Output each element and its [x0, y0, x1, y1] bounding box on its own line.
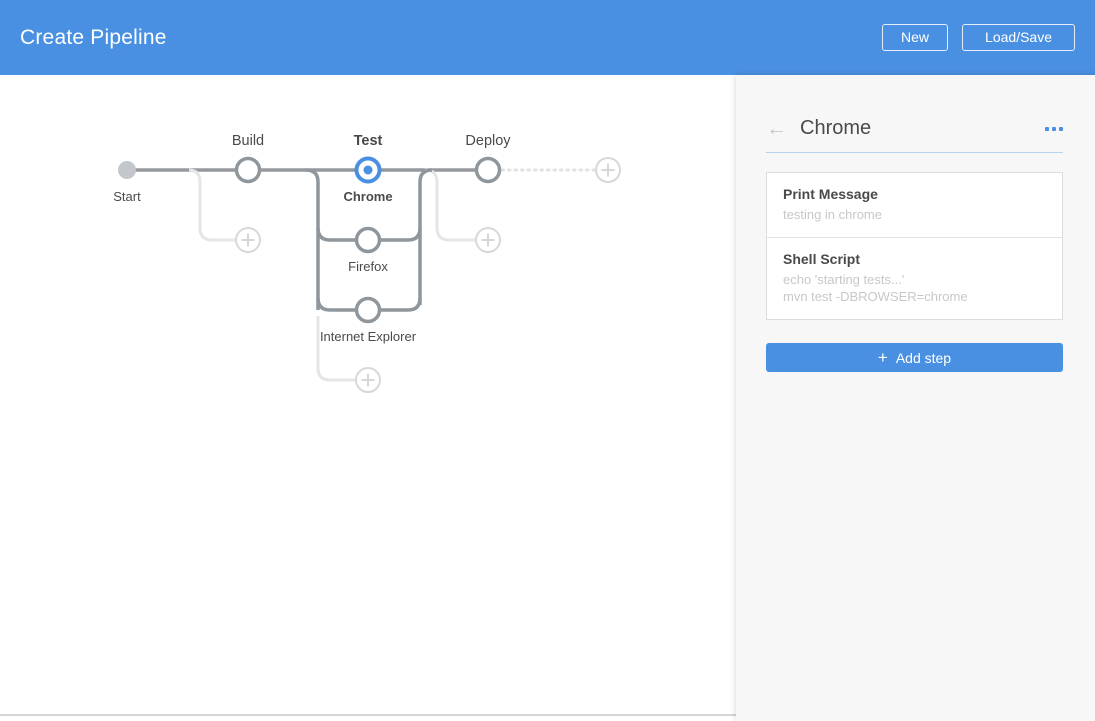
step-editor-panel: ← Chrome Print Message testing in chrome… [736, 75, 1095, 721]
pipeline-editor-canvas: Build Test Deploy Start Chrome Firefox I… [0, 75, 736, 721]
editor-bottom-divider [0, 714, 736, 716]
start-node [118, 161, 136, 179]
add-parallel-deploy-button[interactable] [475, 227, 501, 253]
add-parallel-curve-build [188, 168, 235, 242]
back-arrow-icon[interactable]: ← [766, 116, 787, 140]
add-branch-test-button[interactable] [355, 367, 381, 393]
new-button[interactable]: New [882, 24, 949, 51]
stage-label-test[interactable]: Test [354, 133, 383, 149]
panel-divider [766, 152, 1063, 153]
page-title: Create Pipeline [20, 25, 167, 49]
panel-title: Chrome [800, 117, 872, 139]
load-save-button[interactable]: Load/Save [962, 24, 1075, 51]
branch-node-firefox[interactable] [354, 226, 382, 254]
panel-header: ← Chrome [766, 117, 1063, 140]
add-parallel-build-button[interactable] [235, 227, 261, 253]
stage-label-deploy[interactable]: Deploy [465, 133, 511, 149]
add-parallel-curve-test [316, 316, 355, 382]
header-actions: New Load/Save [882, 24, 1075, 51]
step-name: Shell Script [783, 251, 861, 267]
stage-label-build[interactable]: Build [232, 133, 264, 149]
plus-icon: + [877, 348, 888, 367]
branch-node-internet-explorer[interactable] [354, 296, 382, 324]
step-detail: testing in chrome [783, 207, 882, 222]
branch-label-internet-explorer[interactable]: Internet Explorer [320, 329, 417, 344]
pipeline-graph: Build Test Deploy Start Chrome Firefox I… [113, 133, 621, 393]
step-detail: echo 'starting tests...' [783, 272, 905, 287]
add-stage-end-button[interactable] [595, 157, 621, 183]
branch-rails [305, 168, 433, 312]
step-detail: mvn test -DBROWSER=chrome [783, 289, 968, 304]
add-step-button[interactable]: + Add step [766, 343, 1063, 372]
steps-list: Print Message testing in chrome Shell Sc… [766, 172, 1063, 320]
stage-node-deploy[interactable] [474, 156, 502, 184]
branch-label-chrome[interactable]: Chrome [343, 189, 392, 204]
step-item-print-message[interactable]: Print Message testing in chrome [767, 173, 1062, 237]
branch-label-firefox[interactable]: Firefox [348, 259, 388, 274]
stage-node-build[interactable] [234, 156, 262, 184]
start-label: Start [113, 189, 141, 204]
add-step-label: Add step [895, 349, 952, 366]
add-parallel-curve-deploy [424, 168, 475, 242]
more-options-icon[interactable] [1045, 123, 1063, 135]
stage-node-test-selected[interactable] [354, 156, 382, 184]
step-name: Print Message [783, 186, 878, 202]
step-item-shell-script[interactable]: Shell Script echo 'starting tests...' mv… [767, 237, 1062, 319]
app-header: Create Pipeline New Load/Save [0, 0, 1095, 75]
